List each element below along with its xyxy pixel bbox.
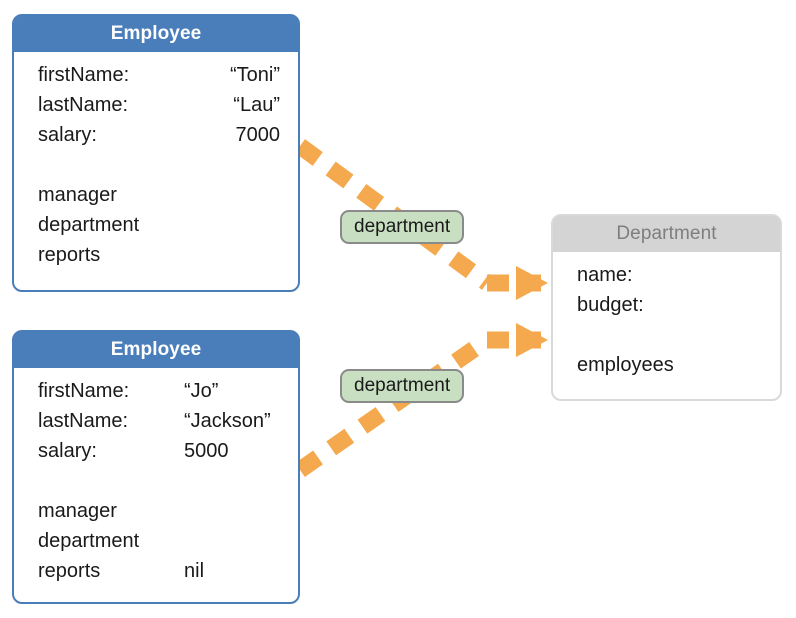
slot-key: manager <box>38 500 117 522</box>
slot-key: department <box>38 530 140 552</box>
slot-employees: employees <box>563 354 770 384</box>
slot-key: department <box>38 214 140 236</box>
slot-key: reports <box>38 244 101 266</box>
slot-value: 5000 <box>184 440 229 462</box>
object-header-employee-toni: Employee <box>14 16 298 52</box>
slot-key: lastName: <box>38 410 129 432</box>
relation-label-department-top[interactable]: department <box>340 210 465 244</box>
slot-budget: budget: <box>563 294 770 324</box>
slot-department: department <box>24 214 288 244</box>
object-box-department[interactable]: Department name: budget: employees <box>551 214 782 401</box>
slot-value: 7000 <box>235 124 281 146</box>
slot-value: “Jackson” <box>184 410 271 432</box>
object-box-employee-jo[interactable]: Employee firstName: “Jo” lastName: “Jack… <box>12 330 300 604</box>
slot-key: salary: <box>38 440 97 462</box>
slot-spacer <box>24 154 288 184</box>
slot-firstname: firstName: “Jo” <box>24 380 288 410</box>
slot-key: reports <box>38 560 101 582</box>
slot-reports: reports <box>24 244 288 274</box>
arrow-employee-jo-to-department <box>295 323 548 477</box>
slot-key: firstName: <box>38 380 130 402</box>
slot-name: name: <box>563 264 770 294</box>
slot-value: nil <box>184 560 205 582</box>
slot-value: “Toni” <box>229 64 280 86</box>
slot-lastname: lastName: “Lau” <box>24 94 288 124</box>
slot-key: budget: <box>577 294 644 316</box>
slot-manager: manager <box>24 184 288 214</box>
relation-label-department-bottom[interactable]: department <box>340 369 465 403</box>
slot-value: “Lau” <box>233 94 280 116</box>
slot-spacer <box>24 470 288 500</box>
slot-key: firstName: <box>38 64 130 86</box>
slot-reports: reports nil <box>24 560 288 590</box>
slot-department: department <box>24 530 288 560</box>
slot-key: salary: <box>38 124 97 146</box>
slot-key: employees <box>577 354 674 376</box>
object-header-employee-jo: Employee <box>14 332 298 368</box>
slot-lastname: lastName: “Jackson” <box>24 410 288 440</box>
slot-spacer <box>563 324 770 354</box>
object-body-department: name: budget: employees <box>553 252 780 399</box>
object-header-department: Department <box>553 216 780 252</box>
slot-manager: manager <box>24 500 288 530</box>
object-body-employee-jo: firstName: “Jo” lastName: “Jackson” sala… <box>14 368 298 602</box>
slot-salary: salary: 5000 <box>24 440 288 470</box>
slot-key: name: <box>577 264 633 286</box>
slot-value: “Jo” <box>184 380 219 402</box>
slot-salary: salary: 7000 <box>24 124 288 154</box>
slot-firstname: firstName: “Toni” <box>24 64 288 94</box>
slot-key: lastName: <box>38 94 129 116</box>
slot-key: manager <box>38 184 117 206</box>
object-body-employee-toni: firstName: “Toni” lastName: “Lau” salary… <box>14 52 298 290</box>
object-box-employee-toni[interactable]: Employee firstName: “Toni” lastName: “La… <box>12 14 300 292</box>
